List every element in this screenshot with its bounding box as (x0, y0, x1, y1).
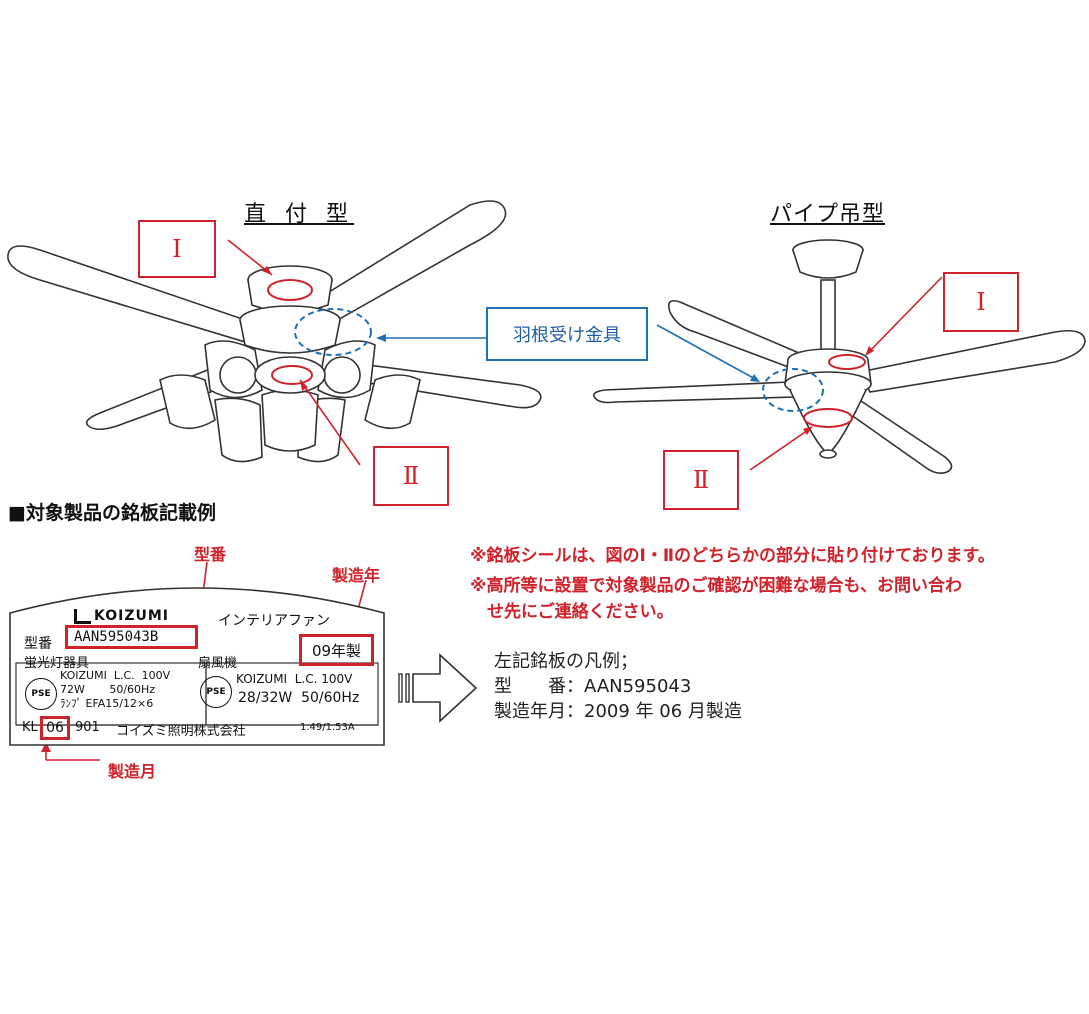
note-2: ※高所等に設置で対象製品のご確認が困難な場合も、お問い合わ (470, 576, 963, 596)
plate-brand-text: KOIZUMI (94, 608, 169, 624)
plate-footer-prefix: KL (22, 720, 38, 735)
right-figure-title: パイプ吊型 (770, 202, 886, 227)
ceiling-fan-pipe-mount-illustration (592, 239, 1086, 474)
mark-2-right-box: Ⅱ (663, 450, 739, 510)
plate-right-header: 扇風機 (198, 656, 238, 671)
plate-left-watt: 72W 50/60Hz (60, 683, 156, 696)
note-3: せ先にご連絡ください。 (470, 602, 674, 622)
plate-model-value: AAN595043B (65, 625, 198, 649)
plate-right-maker: KOIZUMI L.C. 100V (236, 672, 353, 686)
left-figure-title: 直 付 型 (244, 202, 354, 227)
legend-model-line: 型 番：AAN595043 (494, 676, 692, 697)
callout-year: 製造年 (332, 566, 381, 585)
plate-footer-company: コイズミ照明株式会社 (116, 724, 246, 739)
koizumi-logo-icon (74, 608, 91, 624)
legend-title: 左記銘板の凡例； (494, 651, 638, 672)
pse-mark-right-icon: PSE (200, 676, 232, 708)
plate-year-value: 09年製 (299, 634, 374, 666)
mark-1-left-box: Ⅰ (138, 220, 216, 278)
plate-footer-month: 06 (40, 716, 70, 740)
plate-footer-code: 901 (75, 720, 100, 735)
plate-left-header: 蛍光灯器具 (24, 656, 90, 671)
section-title: ■対象製品の銘板記載例 (8, 502, 216, 524)
blade-bracket-label: 羽根受け金具 (486, 307, 648, 361)
legend-date-line: 製造年月：2009 年 06 月製造 (494, 701, 742, 722)
ceiling-fan-direct-mount-illustration (7, 200, 542, 466)
plate-left-lamp: ﾗﾝﾌﾟ EFA15/12×6 (60, 697, 154, 710)
callout-month: 製造月 (108, 762, 157, 781)
plate-right-watt: 28/32W 50/60Hz (238, 690, 360, 706)
mark-2-left-box: Ⅱ (373, 446, 449, 506)
plate-footer-amp: 1.49/1.53A (300, 722, 355, 733)
note-1: ※銘板シールは、図のⅠ・Ⅱのどちらかの部分に貼り付けております。 (470, 546, 995, 566)
plate-product: インテリアファン (218, 613, 330, 629)
pse-mark-left-icon: PSE (25, 678, 57, 710)
right-arrow-icon (398, 653, 478, 723)
plate-model-label: 型番 (24, 636, 52, 652)
plate-left-maker: KOIZUMI L.C. 100V (60, 669, 171, 682)
mark-1-right-box: Ⅰ (943, 272, 1019, 332)
plate-brand: KOIZUMI (74, 608, 169, 624)
callout-model: 型番 (194, 545, 227, 564)
